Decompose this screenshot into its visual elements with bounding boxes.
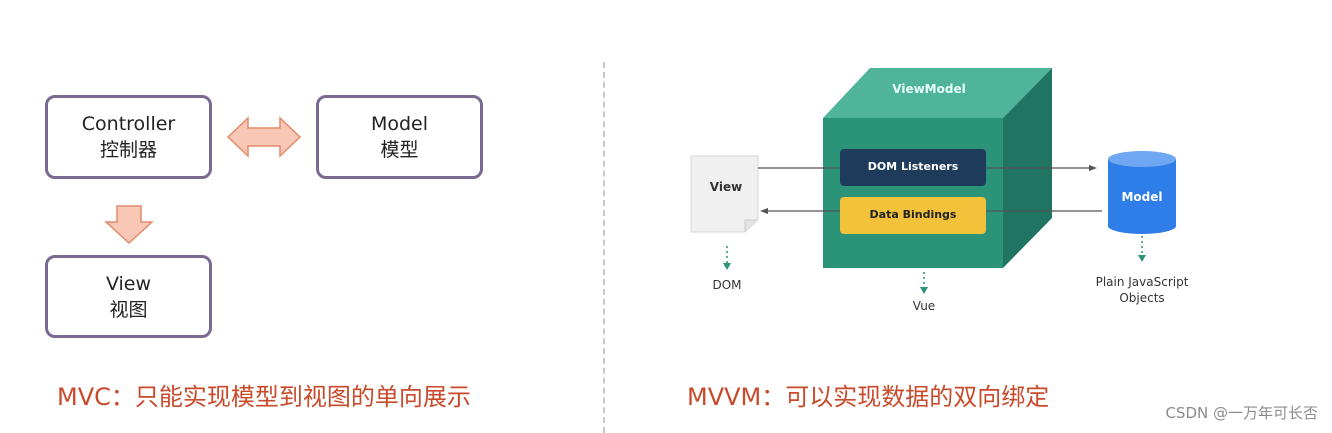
view-doc-label: View: [709, 180, 743, 194]
mvvm-caption: MVVM：可以实现数据的双向绑定: [687, 383, 1050, 411]
model-cylinder-label: Model: [1121, 190, 1163, 204]
view-label-zh: 视图: [109, 298, 148, 321]
double-arrow-icon: [226, 116, 302, 158]
view-box: View 视图: [45, 255, 212, 338]
model-label-en: Model: [370, 113, 429, 135]
view-document-icon: [690, 155, 759, 233]
controller-label-en: Controller: [81, 113, 176, 135]
dom-label: DOM: [712, 278, 742, 292]
model-label-zh: 模型: [380, 139, 419, 161]
plain-js-label-line1: Plain JavaScript: [1095, 275, 1189, 289]
csdn-watermark: CSDN @一万年可长否: [1165, 404, 1318, 422]
view-label-en: View: [105, 272, 152, 295]
controller-box: Controller 控制器: [45, 95, 212, 179]
plain-js-label-line2: Objects: [1119, 291, 1165, 305]
center-divider: [603, 62, 605, 433]
controller-label-zh: 控制器: [99, 139, 157, 161]
dom-listeners-label: DOM Listeners: [867, 160, 959, 173]
mvc-caption: MVC：只能实现模型到视图的单向展示: [57, 383, 471, 411]
model-box: Model 模型: [316, 95, 483, 179]
data-bindings-label: Data Bindings: [869, 208, 957, 221]
vue-label: Vue: [912, 299, 936, 313]
down-arrow-icon: [104, 205, 154, 245]
viewmodel-title: ViewModel: [892, 82, 966, 96]
